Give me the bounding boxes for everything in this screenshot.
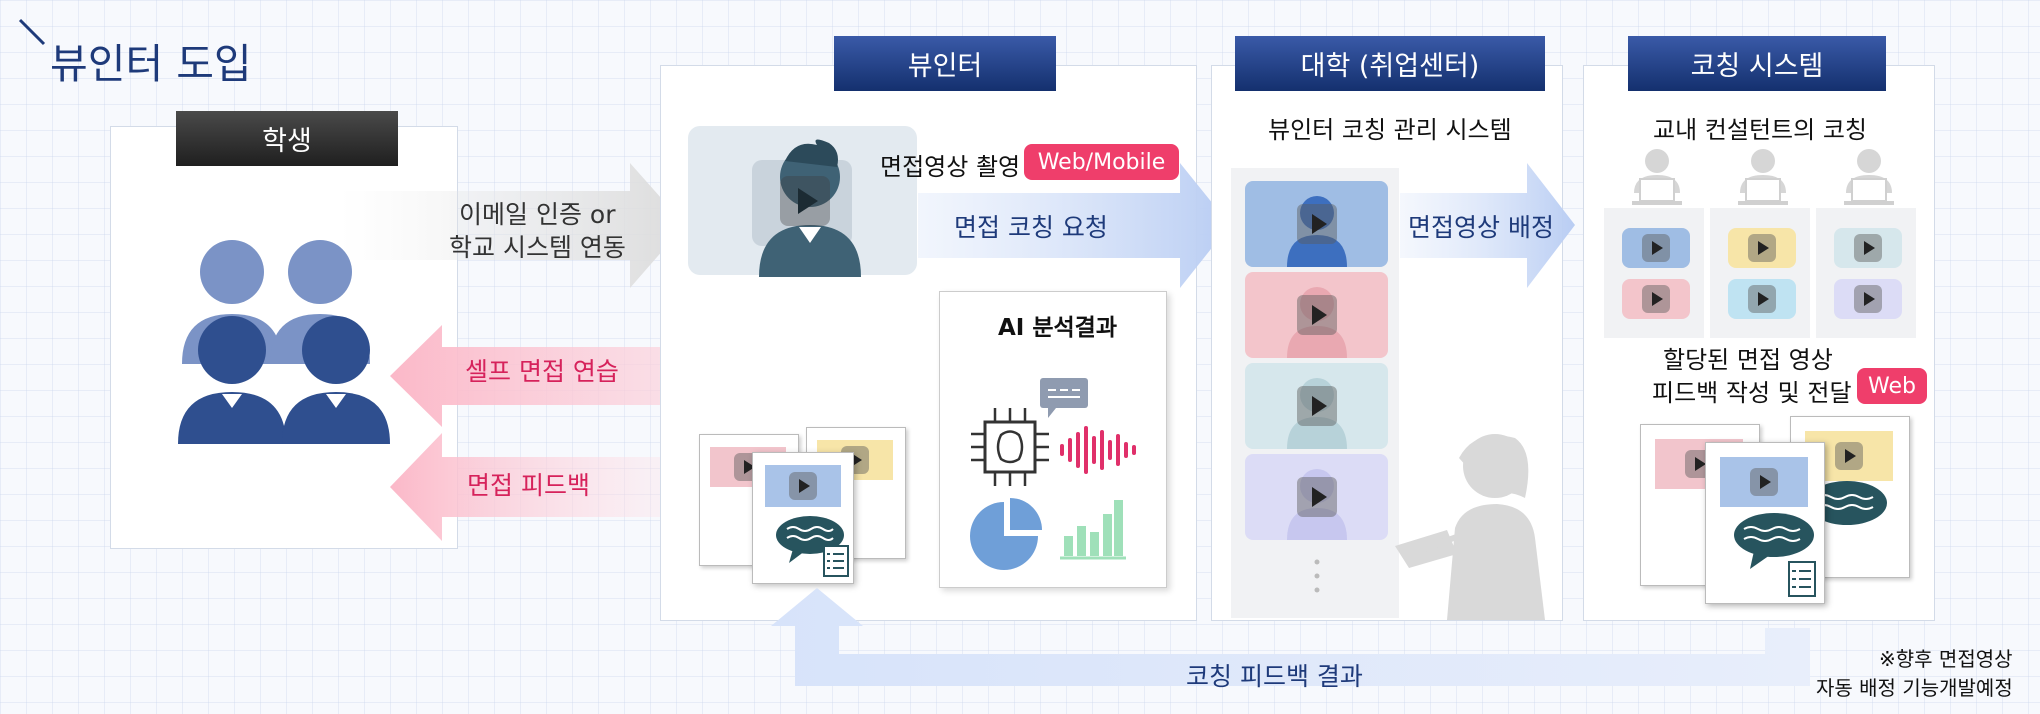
assigned-video-mini-2[interactable]	[1622, 279, 1690, 319]
coaching-header: 코칭 시스템	[1628, 36, 1886, 91]
coaching-doc-3	[1705, 442, 1825, 604]
web-mobile-badge: Web/Mobile	[1024, 144, 1179, 180]
video-card-1[interactable]	[1245, 181, 1388, 267]
university-subtitle: 뷰인터 코칭 관리 시스템	[1268, 116, 1512, 144]
coaching-feedback-result-label: 코칭 피드백 결과	[1186, 662, 1363, 691]
interview-feedback-label: 면접 피드백	[467, 471, 590, 500]
page-title: 뷰인터 도입	[50, 40, 252, 88]
ai-chip-icon	[971, 408, 1049, 486]
footnote-line-1: ※향후 면접영상	[1879, 647, 2013, 671]
consultant-laptop-icon	[1738, 149, 1788, 205]
consultant-laptop-icon	[1632, 149, 1682, 205]
email-auth-arrow	[340, 163, 685, 288]
recording-play-button[interactable]	[780, 176, 830, 226]
self-practice-label: 셀프 면접 연습	[465, 357, 619, 386]
assigned-video-mini-1[interactable]	[1622, 228, 1690, 268]
web-badge: Web	[1857, 368, 1927, 404]
comment-bubble-icon	[1734, 513, 1814, 569]
feedback-doc-3	[752, 452, 854, 584]
corner-mark-icon	[18, 18, 46, 46]
speech-bubble-icon	[1040, 378, 1088, 418]
video-recording-label: 면접영상 촬영	[880, 153, 1021, 181]
checklist-icon	[823, 545, 849, 577]
viewinter-header: 뷰인터	[834, 36, 1056, 91]
email-auth-label-1: 이메일 인증 or	[459, 200, 616, 229]
students-group-icon	[178, 240, 390, 444]
assigned-video-mini-4[interactable]	[1728, 279, 1796, 319]
assigned-video-mini-3[interactable]	[1728, 228, 1796, 268]
more-dots-icon	[1314, 559, 1320, 593]
ai-result-title: AI 분석결과	[998, 315, 1118, 341]
sound-wave-icon	[1060, 426, 1136, 474]
video-card-4[interactable]	[1245, 454, 1388, 540]
student-header: 학생	[176, 111, 398, 166]
pie-chart-icon	[970, 498, 1042, 570]
consultant-laptop-icon	[1844, 149, 1894, 205]
assigned-video-mini-6[interactable]	[1834, 279, 1902, 319]
assigned-video-mini-5[interactable]	[1834, 228, 1902, 268]
comment-bubble-icon	[776, 516, 844, 563]
coaching-subtitle: 교내 컨설턴트의 코칭	[1653, 116, 1867, 144]
bar-chart-icon	[1060, 500, 1126, 560]
assigned-caption-1: 할당된 면접 영상	[1663, 346, 1833, 374]
university-header: 대학 (취업센터)	[1235, 36, 1545, 91]
coaching-request-label: 면접 코칭 요청	[954, 213, 1108, 242]
coaching-request-arrow	[918, 163, 1230, 288]
video-assignment-label: 면접영상 배정	[1408, 213, 1554, 242]
video-card-2[interactable]	[1245, 272, 1388, 358]
video-card-3[interactable]	[1245, 363, 1388, 449]
manager-silhouette-icon	[1395, 434, 1545, 620]
footnote-line-2: 자동 배정 기능개발예정	[1816, 676, 2013, 700]
interviewee-icon	[759, 139, 861, 277]
video-assignment-arrow	[1400, 163, 1575, 288]
coaching-feedback-return-arrow	[771, 588, 1810, 686]
email-auth-label-2: 학교 시스템 연동	[449, 233, 626, 262]
assigned-caption-2: 피드백 작성 및 전달	[1652, 379, 1852, 407]
interview-feedback-arrow	[390, 433, 720, 541]
checklist-icon	[1788, 561, 1816, 597]
